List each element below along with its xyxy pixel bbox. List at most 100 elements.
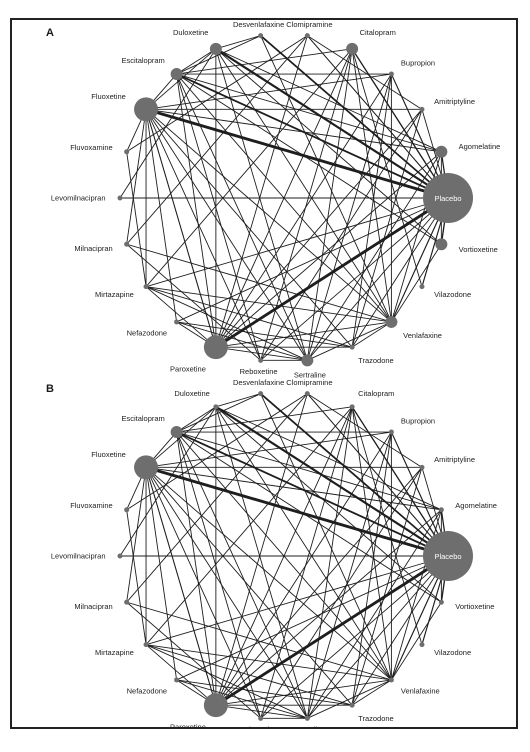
node-amitriptyline [419,106,425,112]
node-trazodone [349,702,355,708]
edge-fluoxetine-milnacipran [126,466,147,603]
node-label-nefazodone: Nefazodone [127,328,167,337]
panel-b-letter: B [46,383,54,395]
node-vilazodone [419,642,425,648]
edge-duloxetine-vortioxetine [215,406,442,603]
node-label-agomelatine: Agomelatine [455,501,497,510]
edge-duloxetine-venlafaxine [215,406,392,681]
edge-clomipramine-fluvoxamine [126,393,308,511]
edge-sertraline-mirtazapine [145,286,308,361]
edge-venlafaxine-milnacipran [126,601,392,681]
edge-sertraline-nefazodone [176,321,308,361]
edge-escitalopram-venlafaxine [176,73,392,323]
node-label-amitriptyline: Amitriptyline [434,455,475,464]
edge-sertraline-venlafaxine [306,321,392,361]
network-diagram-canvas: A PlaceboVortioxetineVilazodoneVenlafaxi… [46,20,500,727]
node-fluoxetine [134,455,159,480]
edge-citalopram-venlafaxine [351,48,392,323]
node-label-amitriptyline: Amitriptyline [434,97,475,106]
node-agomelatine [438,507,444,513]
edge-clomipramine-fluvoxamine [126,35,308,153]
node-label-mirtazapine: Mirtazapine [95,290,134,299]
node-desvenlafaxine [258,33,264,39]
edge-paroxetine-venlafaxine [215,679,392,706]
edge-paroxetine-clomipramine [215,35,308,348]
edge-venlafaxine-trazodone [351,679,392,706]
edge-mirtazapine-trazodone [145,644,353,706]
edge-sertraline-agomelatine [306,151,442,361]
panel-a: A PlaceboVortioxetineVilazodoneVenlafaxi… [46,20,500,379]
node-paroxetine [203,335,228,360]
node-reboxetine [258,357,264,363]
edge-placebo-paroxetine [214,196,450,349]
edge-escitalopram-reboxetine [176,431,262,719]
edge-paroxetine-venlafaxine [215,321,392,348]
edge-placebo-fluoxetine [144,107,450,200]
edge-citalopram-sertraline [306,48,353,361]
edge-desvenlafaxine-venlafaxine [260,35,392,323]
node-sertraline [304,715,310,721]
node-label-levomilnacipran: Levomilnacipran [51,552,106,561]
node-label-desvenlafaxine: Desvenlafaxine [233,378,284,387]
node-label-vilazodone: Vilazodone [434,648,471,657]
edge-escitalopram-vortioxetine [176,431,442,603]
edge-venlafaxine-trazodone [351,321,392,348]
edge-mirtazapine-fluvoxamine [126,151,147,288]
edge-placebo-trazodone [351,555,449,706]
edge-venlafaxine-mirtazapine [145,644,392,681]
edge-amitriptyline-reboxetine [260,108,423,361]
edge-fluoxetine-bupropion [145,73,392,110]
nodes: PlaceboVortioxetineVilazodoneVenlafaxine… [51,20,500,379]
node-vortioxetine [435,238,448,251]
edge-desvenlafaxine-venlafaxine [260,393,392,681]
edge-duloxetine-levomilnacipran [119,406,217,557]
edge-placebo-clomipramine [306,35,449,199]
edge-citalopram-reboxetine [260,48,353,361]
edge-placebo-sertraline [306,197,449,361]
node-label-paroxetine: Paroxetine [170,723,206,727]
edge-escitalopram-vortioxetine [176,73,442,245]
node-label-escitalopram: Escitalopram [121,414,164,423]
edge-vilazodone-citalopram [351,406,423,646]
node-nefazodone [174,677,180,683]
edge-nefazodone-trazodone [176,321,353,348]
node-label-citalopram: Citalopram [358,389,394,398]
edge-escitalopram-citalopram [176,48,353,75]
node-fluvoxamine [124,149,130,155]
node-label-clomipramine: Clomipramine [286,378,332,387]
edge-citalopram-mirtazapine [145,48,353,288]
edge-venlafaxine-milnacipran [126,243,392,323]
node-label-agomelatine: Agomelatine [459,142,501,151]
edge-mirtazapine-fluvoxamine [126,509,147,646]
edge-desvenlafaxine-escitalopram [176,35,262,75]
node-amitriptyline [419,464,425,470]
node-label-milnacipran: Milnacipran [74,602,112,611]
edge-milnacipran-reboxetine [126,243,262,361]
edge-paroxetine-amitriptyline [215,466,423,706]
edge-citalopram-venlafaxine [351,406,392,681]
edge-fluoxetine-trazodone [145,466,353,706]
node-bupropion [388,71,394,77]
node-label-clomipramine: Clomipramine [286,20,332,29]
node-agomelatine [435,145,448,158]
node-label-trazodone: Trazodone [358,714,394,723]
edge-fluoxetine-milnacipran [126,108,147,245]
edge-fluoxetine-paroxetine [145,466,217,706]
edge-sertraline-bupropion [306,73,392,361]
edge-venlafaxine-mirtazapine [145,286,392,323]
node-label-vortioxetine: Vortioxetine [459,245,498,254]
edge-placebo-paroxetine [214,554,450,707]
edge-milnacipran-reboxetine [126,601,262,719]
node-milnacipran [124,241,130,247]
edge-bupropion-trazodone [351,431,392,706]
edge-escitalopram-citalopram [176,406,353,433]
edge-venlafaxine-vortioxetine [390,243,442,323]
node-placebo [423,531,473,581]
node-label-desvenlafaxine: Desvenlafaxine [233,20,284,29]
edge-fluoxetine-reboxetine [145,108,262,361]
edge-placebo-fluoxetine [144,465,450,558]
edge-fluoxetine-nefazodone [145,466,178,681]
node-escitalopram [170,68,183,81]
node-label-sertraline: Sertraline [294,370,326,379]
edge-duloxetine-vortioxetine [215,48,442,245]
